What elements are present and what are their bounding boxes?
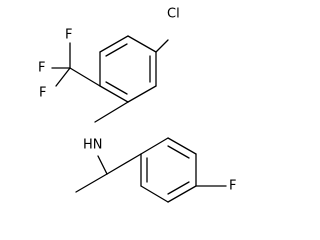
fluorine-label: F <box>39 86 46 101</box>
fluorine-label: F <box>229 179 236 194</box>
ch-ring-bond <box>106 153 142 175</box>
ring-bond <box>167 185 197 203</box>
ring-bond <box>127 85 157 103</box>
ring-bond <box>127 35 157 53</box>
ring-n-bond <box>94 101 129 123</box>
fluorine-label: F <box>65 28 72 43</box>
c-f-bond <box>55 67 71 87</box>
ring-cf3-bond <box>69 67 101 87</box>
fluorine-label: F <box>38 61 45 76</box>
chemical-structure: Cl F F F HN F <box>38 7 236 203</box>
ring-double-bond <box>105 81 128 95</box>
chlorophenyl-ring <box>99 35 157 103</box>
chlorine-label: Cl <box>167 7 180 22</box>
ch-methyl-bond <box>75 173 108 193</box>
ring-bond <box>99 35 129 53</box>
ring-bond <box>99 85 129 103</box>
n-ch-bond <box>97 155 108 175</box>
ring-bond <box>140 185 169 203</box>
ring-bond <box>167 137 197 155</box>
ring-double-bond <box>105 43 128 57</box>
fluorophenyl-ring <box>140 137 197 203</box>
amine-label: HN <box>83 138 103 153</box>
c-cl-bond <box>155 39 169 53</box>
ring-double-bond <box>167 145 190 159</box>
ring-double-bond <box>167 181 190 195</box>
ring-bond <box>140 137 169 155</box>
